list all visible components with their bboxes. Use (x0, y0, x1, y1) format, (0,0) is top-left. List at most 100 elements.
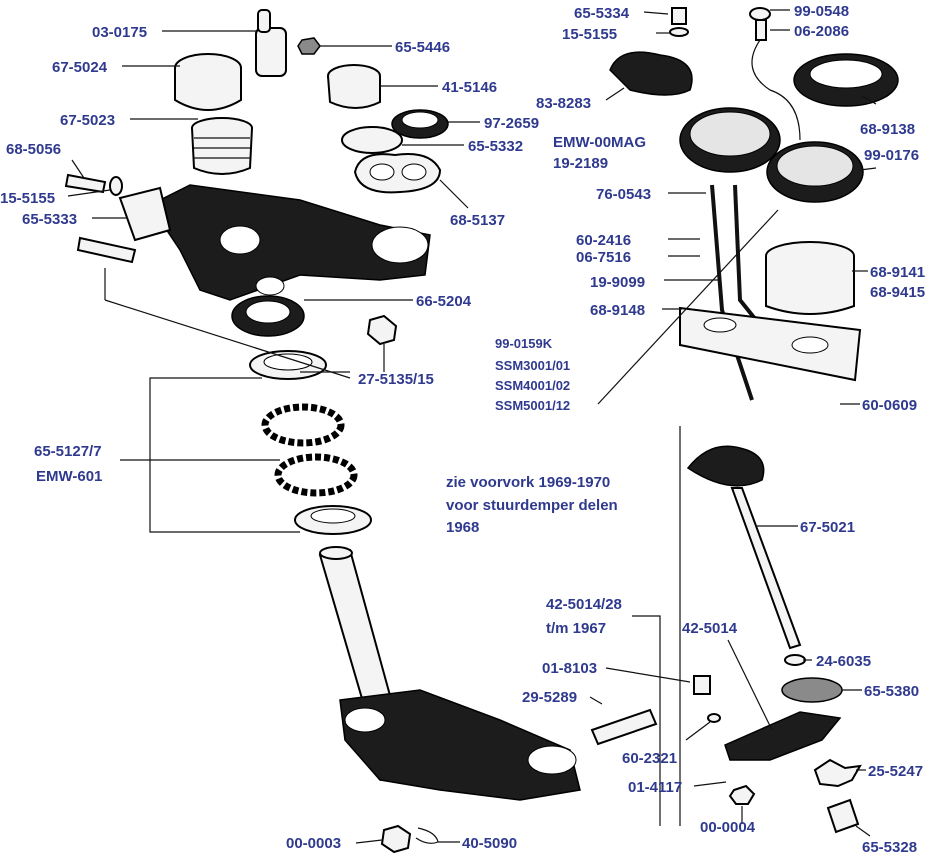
bulb-99-0548 (749, 7, 801, 141)
top-nut-41-5146 (327, 64, 381, 109)
label-emw-00mag: EMW-00MAG (553, 134, 646, 151)
label-06-2086: 06-2086 (794, 23, 849, 40)
seal-97-2659 (391, 109, 449, 139)
label-65-5446: 65-5446 (395, 39, 450, 56)
washer-60-2321 (707, 713, 721, 723)
part-drawings (64, 7, 899, 854)
ball-ring-upper (261, 403, 345, 447)
label-emw-601: EMW-601 (36, 468, 102, 485)
washer-24-6035 (784, 654, 806, 666)
plate-68-5137 (353, 153, 442, 194)
label-01-8103: 01-8103 (542, 660, 597, 677)
threaded-sleeve (191, 117, 253, 175)
label-ssm3001-01: SSM3001/01 (495, 358, 570, 373)
label-19-9099: 19-9099 (590, 274, 645, 291)
label-65-5380: 65-5380 (864, 683, 919, 700)
washer-15-5155 (109, 176, 123, 196)
label-60-2321: 60-2321 (622, 750, 677, 767)
label-19-2189: 19-2189 (553, 155, 608, 172)
bolt-29-5289 (590, 708, 658, 746)
label-83-8283: 83-8283 (536, 95, 591, 112)
label-00-0003: 00-0003 (286, 835, 341, 852)
label-06-7516: 06-7516 (576, 249, 631, 266)
label-65-5328: 65-5328 (862, 839, 917, 856)
bezel-68-9138 (793, 53, 899, 107)
lower-yoke (339, 689, 581, 801)
label-66-5204: 66-5204 (416, 293, 472, 310)
sleeve-65-5328 (826, 798, 860, 834)
part-labels: 03-0175 67-5024 67-5023 68-5056 15-5155 … (0, 3, 925, 856)
clamp-block (118, 186, 172, 242)
label-60-2416: 60-2416 (576, 232, 631, 249)
damper-knob-67-5021 (686, 445, 802, 650)
leader-lines (67, 9, 877, 844)
damper-knob-cap (174, 53, 242, 111)
label-99-0159k: 99-0159K (495, 336, 553, 351)
label-68-9148: 68-9148 (590, 302, 645, 319)
label-68-9415: 68-9415 (870, 284, 925, 301)
label-97-2659: 97-2659 (484, 115, 539, 132)
label-24-6035: 24-6035 (816, 653, 871, 670)
label-67-5024: 67-5024 (52, 59, 108, 76)
nut-27-5135 (366, 314, 398, 346)
shell-68-9141 (765, 241, 855, 315)
bolt-68-5056 (64, 173, 107, 194)
label-25-5247: 25-5247 (868, 763, 923, 780)
label-42-5014-28: 42-5014/28 (546, 596, 622, 613)
note-line-3: 1968 (446, 519, 479, 536)
label-68-5137: 68-5137 (450, 212, 505, 229)
label-60-0609: 60-0609 (862, 397, 917, 414)
bearing-cup-top (249, 350, 327, 380)
label-99-0176: 99-0176 (864, 147, 919, 164)
label-40-5090: 40-5090 (462, 835, 517, 852)
note-line-1: zie voorvork 1969-1970 (446, 474, 610, 491)
pinch-bolt (76, 236, 137, 264)
label-15-5155-right: 15-5155 (562, 26, 617, 43)
bolt-65-5334 (671, 7, 687, 25)
ring-65-5332 (341, 126, 403, 154)
label-68-5056: 68-5056 (6, 141, 61, 158)
label-ssm5001-12: SSM5001/12 (495, 398, 570, 413)
label-99-0548: 99-0548 (794, 3, 849, 20)
label-65-5334: 65-5334 (574, 5, 630, 22)
label-65-5333: 65-5333 (22, 211, 77, 228)
label-67-5023: 67-5023 (60, 112, 115, 129)
label-ssm4001-02: SSM4001/02 (495, 378, 570, 393)
friction-disc-65-5380 (781, 677, 843, 703)
bracket-68-9148 (679, 306, 862, 382)
ball-ring-lower (274, 453, 358, 497)
gasket-83-8283 (609, 51, 693, 96)
label-68-9141: 68-9141 (870, 264, 925, 281)
note-line-2: voor stuurdemper delen (446, 497, 618, 514)
label-76-0543: 76-0543 (596, 186, 651, 203)
steering-lock-key (255, 9, 287, 77)
label-42-5014: 42-5014 (682, 620, 738, 637)
upper-yoke (148, 184, 431, 301)
label-67-5021: 67-5021 (800, 519, 855, 536)
label-00-0004: 00-0004 (700, 819, 756, 836)
clip-40-5090 (415, 827, 439, 844)
nut-65-5446 (297, 37, 321, 55)
nut-00-0004 (728, 784, 756, 805)
bearing-cone-lower (294, 505, 372, 535)
label-15-5155-left: 15-5155 (0, 190, 55, 207)
label-65-5127-7: 65-5127/7 (34, 443, 102, 460)
washer-15-5155-right (669, 27, 689, 37)
label-41-5146: 41-5146 (442, 79, 497, 96)
label-65-5332: 65-5332 (468, 138, 523, 155)
speedometer (679, 107, 781, 173)
ring-66-5204 (231, 295, 305, 337)
label-29-5289: 29-5289 (522, 689, 577, 706)
label-03-0175: 03-0175 (92, 24, 147, 41)
label-tm-1967: t/m 1967 (546, 620, 606, 637)
star-plate-25-5247 (813, 758, 862, 788)
label-01-4117: 01-4117 (628, 779, 682, 796)
bolt-01-8103 (693, 675, 711, 695)
nut-00-0003 (380, 824, 412, 854)
tachometer (766, 141, 864, 203)
label-68-9138: 68-9138 (860, 121, 915, 138)
label-27-5135-15: 27-5135/15 (358, 371, 434, 388)
damper-arm-42-5014 (724, 711, 842, 761)
